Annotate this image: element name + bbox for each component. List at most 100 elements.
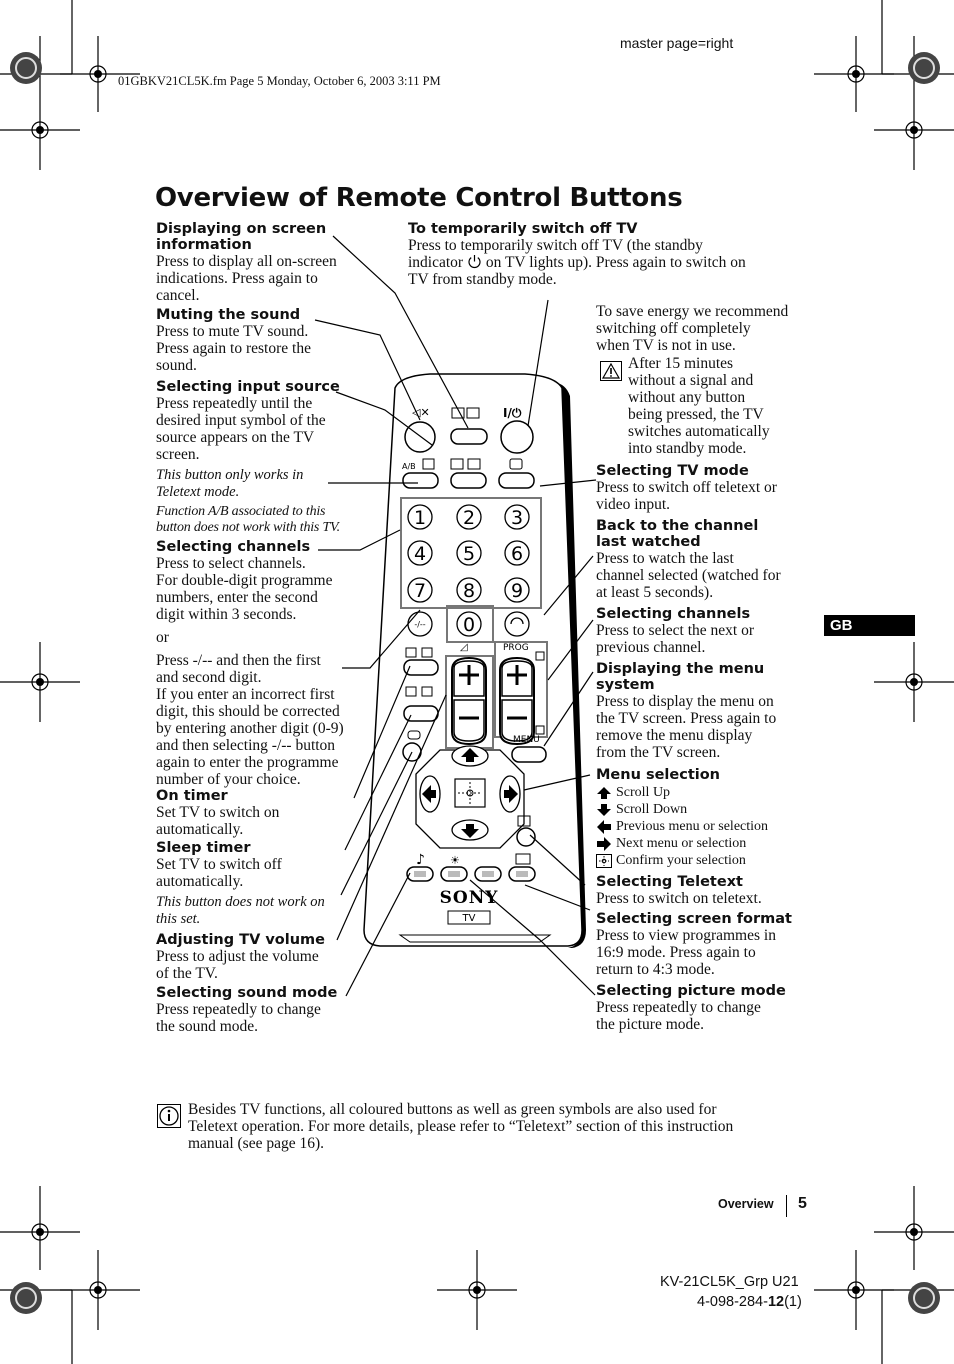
nav-left-button[interactable]	[419, 775, 441, 813]
warning-text: being pressed, the TV	[628, 406, 764, 423]
volume-heading: Adjusting TV volume	[156, 932, 325, 948]
teletext-hold-icon	[421, 647, 433, 658]
arrow-down-icon	[597, 803, 611, 816]
input-text: Press repeatedly until the	[156, 395, 313, 412]
energy-text: switching off completely	[596, 320, 751, 337]
ontimer-heading: On timer	[156, 788, 228, 804]
legend-next: Next menu or selection	[596, 835, 768, 852]
teletext-icon	[517, 815, 531, 827]
digit-buttons: 1 2 3 4 5 6 7 8 9 0	[407, 504, 530, 637]
digit-6-button[interactable]	[504, 540, 530, 566]
teletext-text: Press to switch on teletext.	[596, 890, 762, 907]
nav-ok-button[interactable]	[454, 778, 486, 808]
ontimer-section: On timer Set TV to switch on automatical…	[156, 788, 279, 838]
channels-text: Press to select channels.	[156, 555, 306, 572]
standby-button[interactable]	[500, 420, 534, 454]
note-text: Besides TV functions, all coloured butto…	[188, 1101, 717, 1118]
digit-label: 9	[511, 580, 523, 602]
standby-text: TV from standby mode.	[408, 271, 557, 288]
tvmode-section: Selecting TV mode Press to switch off te…	[596, 463, 777, 513]
channels-text: For double-digit programme	[156, 572, 333, 589]
digit-8-button[interactable]	[456, 577, 482, 603]
teletext-section: Selecting Teletext Press to switch on te…	[596, 874, 762, 907]
display-button[interactable]	[450, 428, 488, 445]
back-text: at least 5 seconds).	[596, 584, 714, 601]
nav-down-button[interactable]	[451, 819, 489, 841]
file-info: 01GBKV21CL5K.fm Page 5 Monday, October 6…	[118, 74, 441, 88]
menu-heading: Displaying the menu	[596, 661, 765, 677]
volume-down-button[interactable]	[453, 699, 485, 742]
standby-power-icon	[468, 255, 481, 269]
standby-warning: After 15 minutes without a signal and wi…	[628, 355, 770, 457]
sound-text: Press repeatedly to change	[156, 1001, 321, 1018]
channels-text: by entering another digit (0-9)	[156, 720, 344, 737]
osd-text: Press to display all on-screen	[156, 253, 337, 270]
digit-4-button[interactable]	[407, 540, 433, 566]
nav-right-button[interactable]	[499, 775, 521, 813]
volume-icon: ◿	[460, 642, 468, 653]
sony-logo: SONY	[440, 888, 499, 908]
back-heading: Back to the channel	[596, 518, 759, 534]
picture-mode-icon: ☀	[450, 854, 460, 867]
osd-heading-2: information	[156, 237, 252, 253]
digit-7-button[interactable]	[407, 577, 433, 603]
on-timer-button[interactable]	[403, 659, 439, 676]
tvmode-text: video input.	[596, 496, 671, 513]
ab-note: Function A/B associated to this	[156, 504, 326, 519]
prog-down-button[interactable]	[501, 699, 533, 742]
format-section: Selecting screen format Press to view pr…	[596, 911, 792, 978]
nav-up-button[interactable]	[451, 745, 489, 767]
channels-text: digit, this should be corrected	[156, 703, 340, 720]
menu-text: remove the menu display	[596, 727, 753, 744]
footer-section-name: Overview	[718, 1197, 774, 1211]
standby-text-line2: indicator on TV lights up). Press again …	[408, 254, 788, 271]
sleep-timer-button[interactable]	[403, 705, 439, 722]
channels-text: again to enter the programme	[156, 754, 339, 771]
mute-text: Press to mute TV sound.	[156, 323, 309, 340]
double-digit-label: -/--	[414, 620, 425, 629]
energy-section: To save energy we recommend switching of…	[596, 303, 788, 354]
last-channel-button[interactable]	[504, 611, 530, 637]
footer-part-number: 4-098-284-12(1)	[697, 1294, 802, 1310]
menu-heading-2: system	[596, 677, 655, 693]
channels-text: number of your choice.	[156, 771, 301, 788]
energy-text: when TV is not in use.	[596, 337, 736, 354]
digit-5-button[interactable]	[456, 540, 482, 566]
page-up-icon	[535, 651, 545, 661]
ab-note: button does not work with this TV.	[156, 520, 340, 535]
digit-label: 1	[414, 507, 426, 529]
digit-label: 7	[414, 580, 426, 602]
input-button[interactable]	[402, 472, 439, 489]
zero-frame	[446, 605, 494, 643]
teletext-button[interactable]	[516, 827, 536, 847]
digit-2-button[interactable]	[456, 504, 482, 530]
teletext-input-button[interactable]	[450, 472, 487, 489]
button-color-mark	[516, 871, 528, 877]
ontimer-text: automatically.	[156, 821, 244, 838]
prog-heading: Selecting channels	[596, 606, 751, 622]
menu-text: from the TV screen.	[596, 744, 721, 761]
sound-section: Selecting sound mode Press repeatedly to…	[156, 985, 337, 1035]
tvmode-text: Press to switch off teletext or	[596, 479, 777, 496]
volume-text: of the TV.	[156, 965, 218, 982]
legend-confirm: Confirm your selection	[596, 852, 768, 869]
channels-heading: Selecting channels	[156, 539, 311, 555]
format-text: return to 4:3 mode.	[596, 961, 715, 978]
digit-9-button[interactable]	[504, 577, 530, 603]
remote-control-illustration: ◁✕ I/⏻ A/B 1 2 3 4 5 6 7 8 9 0	[363, 373, 586, 948]
channels-section: Selecting channels Press to select chann…	[156, 539, 344, 788]
screen-format-button[interactable]	[402, 742, 422, 762]
menu-button[interactable]	[511, 746, 547, 763]
digit-1-button[interactable]	[407, 504, 433, 530]
remote-shadow	[554, 382, 586, 948]
digit-label: 2	[463, 507, 475, 529]
digit-3-button[interactable]	[504, 504, 530, 530]
mute-button[interactable]	[404, 421, 436, 453]
back-text: Press to watch the last	[596, 550, 734, 567]
digit-0-button[interactable]	[456, 611, 482, 637]
sleep-note: this set.	[156, 911, 201, 927]
osd-text: cancel.	[156, 287, 200, 304]
tv-mode-button[interactable]	[498, 472, 535, 489]
picture-text: the picture mode.	[596, 1016, 705, 1033]
ontimer-text: Set TV to switch on	[156, 804, 280, 821]
